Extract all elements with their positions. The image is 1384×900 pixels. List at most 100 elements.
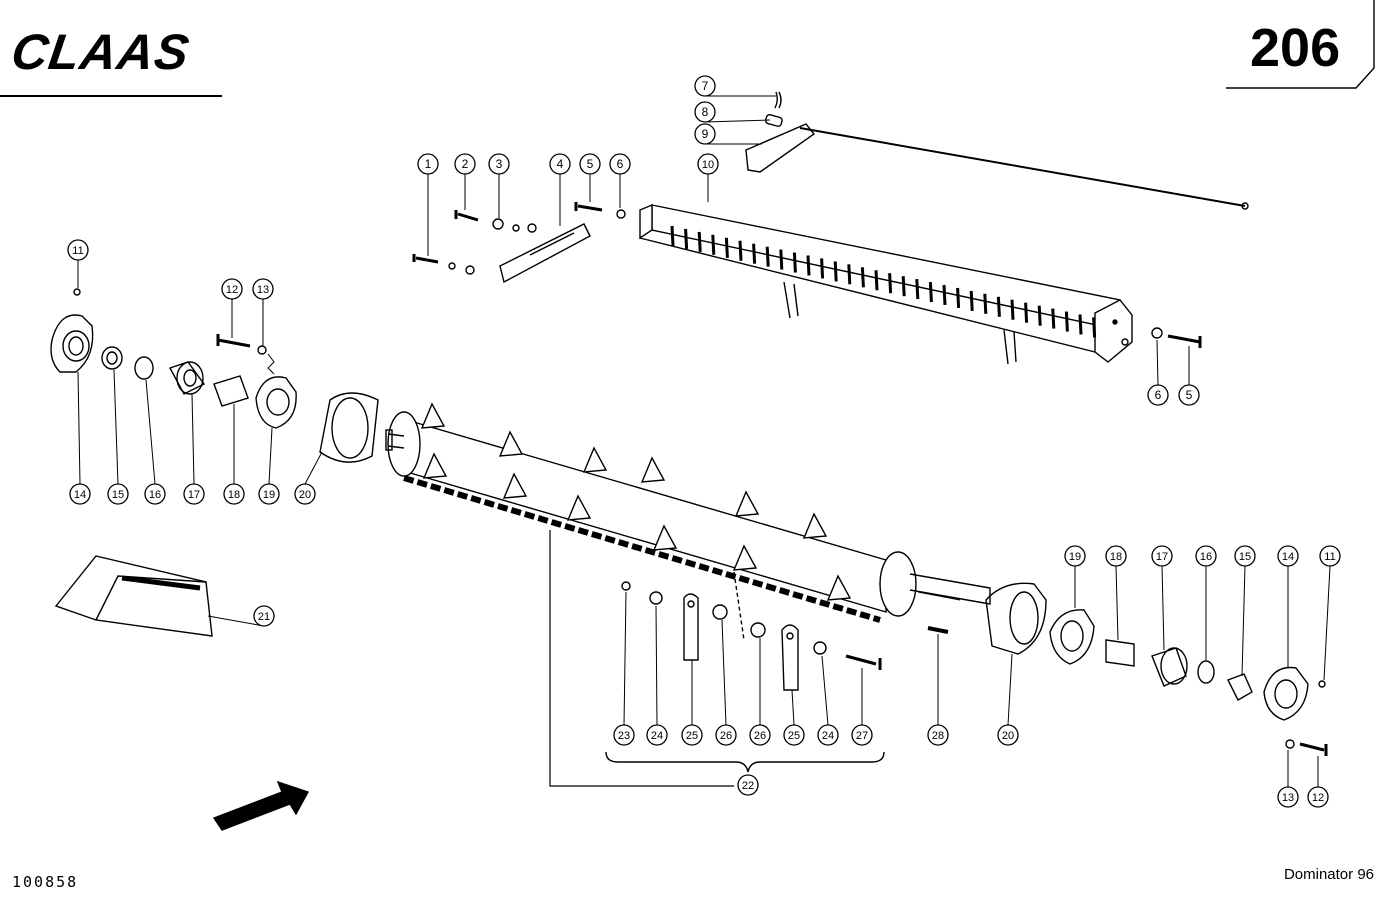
- comb-tooth: [684, 228, 689, 250]
- rotor-tine: [826, 574, 852, 601]
- callout-label: 3: [496, 157, 503, 171]
- leader-line: [821, 655, 829, 726]
- callout-label: 4: [557, 157, 564, 171]
- leader-line: [1241, 565, 1246, 677]
- callout-label: 11: [1324, 551, 1335, 563]
- callout-c13b: 13: [1277, 786, 1299, 808]
- callout-circle: [1151, 545, 1173, 567]
- callout-label: 21: [258, 611, 270, 623]
- gear-15b: [1227, 673, 1253, 701]
- nut-24b: [813, 641, 827, 655]
- callout-c4: 4: [549, 153, 571, 175]
- rotor-tine: [420, 402, 446, 429]
- ring-16b: [1197, 660, 1215, 684]
- callout-circle: [1195, 545, 1217, 567]
- leader-line: [1007, 653, 1013, 726]
- callout-circle: [749, 724, 771, 746]
- callout-label: 24: [651, 730, 663, 742]
- comb-tooth: [765, 246, 770, 267]
- leader-line: [268, 427, 273, 485]
- comb-tooth: [956, 287, 961, 309]
- callout-label: 17: [188, 489, 200, 501]
- bearing-17a: [168, 361, 206, 395]
- callout-c20a: 20: [294, 483, 316, 505]
- rotor-tine: [640, 456, 666, 483]
- callout-c14a: 14: [69, 483, 91, 505]
- rotor-tine: [734, 490, 760, 517]
- comb-tooth: [724, 237, 729, 258]
- callout-c27: 27: [851, 724, 873, 746]
- callout-c19a: 19: [258, 483, 280, 505]
- callout-circle: [1064, 545, 1086, 567]
- rotor-tine: [732, 544, 758, 571]
- callout-c15a: 15: [107, 483, 129, 505]
- washer-13b: [1285, 739, 1295, 749]
- bush-26b: [750, 622, 766, 638]
- callout-circle: [69, 483, 91, 505]
- bolt-2: [454, 210, 479, 222]
- callout-c12a: 12: [221, 278, 243, 300]
- bolt-5a: [574, 202, 603, 212]
- direction-arrow: [212, 780, 310, 831]
- nut-23: [621, 581, 631, 591]
- drum-ring-20b: [985, 582, 1047, 655]
- callout-c11b: 11: [1319, 545, 1341, 567]
- callout-circle: [694, 101, 716, 123]
- callout-circle: [697, 153, 719, 175]
- comb-tooth: [738, 240, 743, 261]
- callout-label: 12: [1312, 792, 1324, 804]
- drum-ring-20a: [319, 392, 379, 463]
- callout-label: 18: [1110, 551, 1122, 563]
- callout-circle: [694, 75, 716, 97]
- washer-3: [492, 218, 504, 230]
- washer-13a: [257, 345, 267, 355]
- leader-line: [704, 119, 771, 123]
- callout-circle: [1105, 545, 1127, 567]
- rotor-tine: [652, 524, 678, 551]
- group-bracket-22: [605, 751, 885, 773]
- callout-label: 13: [257, 284, 269, 296]
- callout-circle: [1307, 786, 1329, 808]
- split-pin: [774, 91, 782, 109]
- callout-c3: 3: [488, 153, 510, 175]
- callout-label: 6: [617, 157, 624, 171]
- tine-25b: [781, 624, 799, 691]
- callout-label: 27: [856, 730, 868, 742]
- callout-label: 7: [702, 79, 709, 93]
- callout-label: 16: [1200, 551, 1212, 563]
- washer-6b: [1151, 327, 1163, 339]
- callout-circle: [253, 605, 275, 627]
- callout-circle: [681, 724, 703, 746]
- callout-c1: 1: [417, 153, 439, 175]
- left-bearing-stack: [50, 288, 379, 463]
- comb-tooth: [860, 267, 865, 288]
- callout-circle: [694, 123, 716, 145]
- callout-label: 26: [754, 730, 766, 742]
- callout-label: 5: [587, 157, 594, 171]
- callout-label: 22: [742, 780, 754, 792]
- callout-circle: [1234, 545, 1256, 567]
- leader-line: [1323, 565, 1331, 681]
- callout-c14b: 14: [1277, 545, 1299, 567]
- callout-label: 15: [1239, 551, 1251, 563]
- callout-circle: [549, 153, 571, 175]
- callout-label: 11: [72, 245, 83, 257]
- rotor-tine: [802, 512, 828, 539]
- callout-label: 19: [263, 489, 275, 501]
- callout-label: 19: [1069, 551, 1081, 563]
- page-number: 206: [1250, 18, 1341, 78]
- nut-24a: [649, 591, 663, 605]
- callout-c25b: 25: [783, 724, 805, 746]
- comb-tooth: [928, 281, 933, 303]
- leader-line: [145, 379, 156, 485]
- callout-circle: [294, 483, 316, 505]
- comb-tooth: [1051, 308, 1056, 329]
- callout-label: 24: [822, 730, 834, 742]
- callout-circle: [613, 724, 635, 746]
- bolt-1: [412, 254, 439, 264]
- callout-label: 13: [1282, 792, 1294, 804]
- bearing-17b: [1151, 647, 1187, 687]
- tine-25a: [683, 593, 699, 661]
- callout-circle: [997, 724, 1019, 746]
- callout-c26b: 26: [749, 724, 771, 746]
